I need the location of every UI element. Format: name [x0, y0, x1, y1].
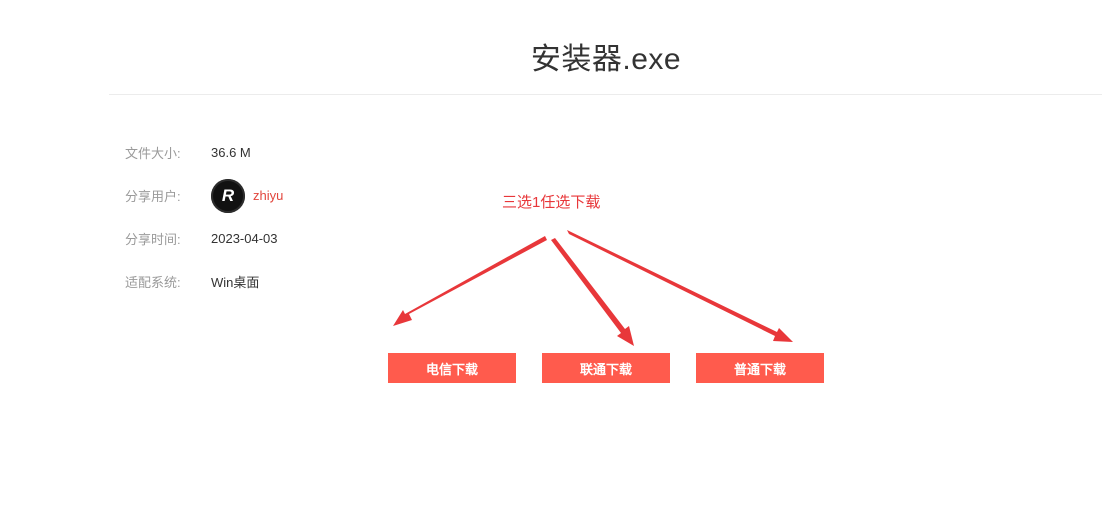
- info-row-system: 适配系统: Win桌面: [125, 260, 283, 303]
- info-row-size: 文件大小: 36.6 M: [125, 131, 283, 174]
- arrow-right-icon: [567, 230, 793, 342]
- info-row-user: 分享用户: R zhiyu: [125, 174, 283, 217]
- info-value-size: 36.6 M: [211, 145, 251, 160]
- telecom-download-button[interactable]: 电信下载: [388, 353, 516, 383]
- normal-download-button[interactable]: 普通下载: [696, 353, 824, 383]
- info-value-time: 2023-04-03: [211, 231, 278, 246]
- title-divider: [109, 94, 1102, 95]
- user-name-link[interactable]: zhiyu: [253, 188, 284, 203]
- file-info: 文件大小: 36.6 M 分享用户: R zhiyu 分享时间: 2023-04…: [125, 131, 283, 303]
- avatar[interactable]: R: [211, 178, 245, 213]
- info-row-time: 分享时间: 2023-04-03: [125, 217, 283, 260]
- arrow-left-icon: [393, 236, 547, 326]
- info-label-size: 文件大小:: [125, 146, 181, 161]
- arrow-middle-icon: [551, 238, 634, 346]
- info-label-user: 分享用户:: [125, 189, 181, 204]
- file-title: 安装器.exe: [530, 43, 682, 76]
- info-label-time: 分享时间:: [125, 232, 181, 247]
- share-user[interactable]: R zhiyu: [211, 178, 284, 213]
- info-label-system: 适配系统:: [125, 275, 181, 290]
- info-value-system: Win桌面: [211, 275, 260, 290]
- annotation-text: 三选1任选下载: [502, 194, 601, 211]
- unicom-download-button[interactable]: 联通下载: [542, 353, 670, 383]
